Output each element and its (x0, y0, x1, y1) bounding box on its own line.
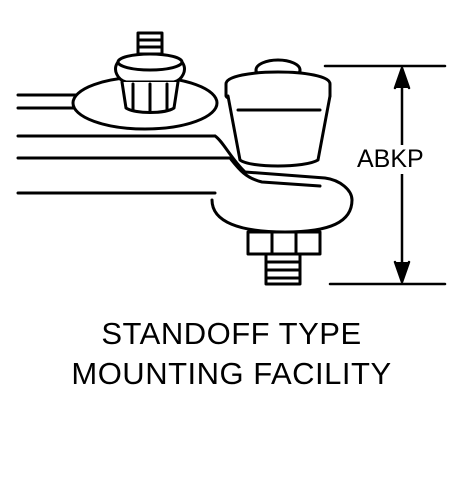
left-fastener (114, 31, 186, 114)
caption-line-1: STANDOFF TYPE (101, 316, 362, 351)
caption-line-2: MOUNTING FACILITY (71, 356, 392, 391)
dimension-abkp (323, 64, 447, 286)
standoff-mounting-drawing (16, 31, 447, 286)
dimension-label: ABKP (355, 145, 426, 174)
standoff-post (210, 58, 354, 286)
